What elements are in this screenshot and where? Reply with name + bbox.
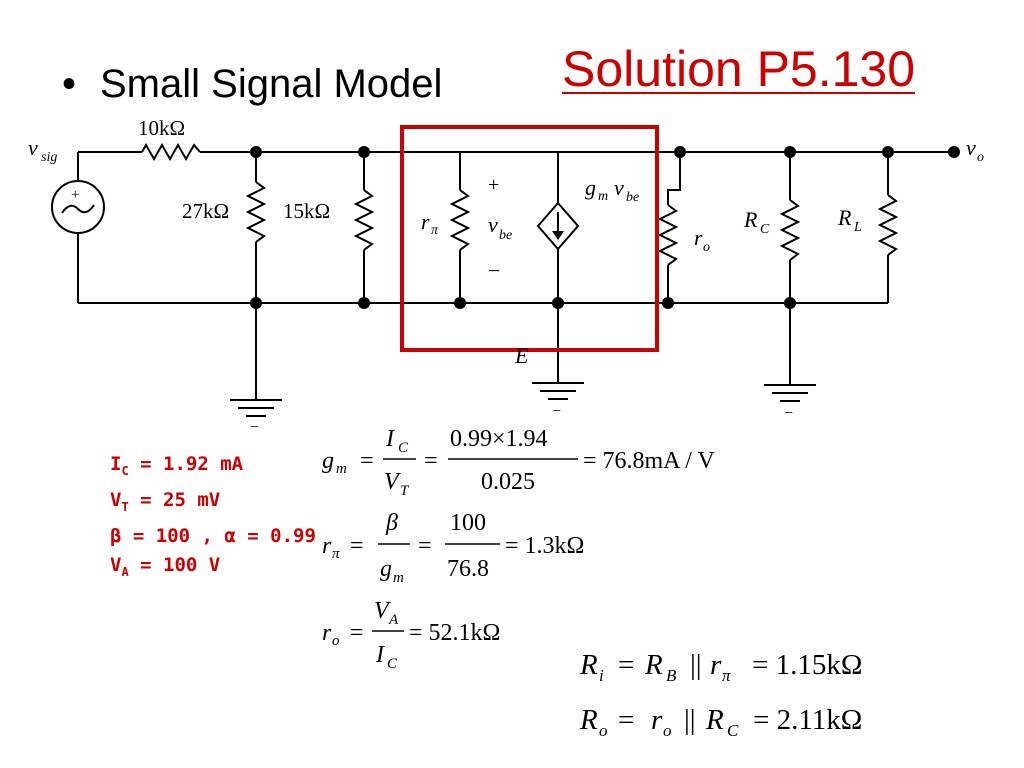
svg-text:i: i: [599, 666, 604, 685]
svg-text:r: r: [710, 649, 722, 681]
ground-icon: [764, 384, 816, 402]
svg-text:m: m: [393, 570, 404, 586]
svg-text:I: I: [375, 642, 385, 668]
svg-text:100: 100: [450, 510, 486, 536]
vbe-label: v: [488, 212, 498, 237]
svg-text:=: =: [350, 620, 364, 646]
param-beta-alpha: β = 100 , α = 0.99: [110, 524, 316, 547]
svg-text:g: g: [322, 448, 334, 474]
rpi-equation: r π = β g m = 100 76.8 = 1.3kΩ: [322, 510, 584, 586]
svg-text:= 52.1kΩ: = 52.1kΩ: [409, 620, 500, 646]
svg-text:R: R: [705, 704, 724, 736]
svg-text:I: I: [385, 426, 395, 452]
vbe-minus: −: [488, 258, 500, 283]
slide-title: Solution P5.130: [562, 41, 916, 97]
vbe-sub: be: [499, 228, 512, 243]
svg-text:r: r: [651, 704, 663, 736]
svg-text:= 76.8mA / V: = 76.8mA / V: [583, 448, 715, 474]
svg-text:||: ||: [690, 649, 702, 681]
bullet-text: Small Signal Model: [100, 62, 443, 106]
ro-label: r: [694, 225, 703, 250]
svg-text:= 1.15kΩ: = 1.15kΩ: [752, 649, 862, 681]
svg-text:β: β: [385, 510, 398, 536]
bullet-marker: •: [62, 62, 77, 106]
ground-minus: −: [784, 405, 793, 422]
svg-text:=: =: [360, 448, 374, 474]
gm-v: v: [614, 175, 624, 200]
node-e-label: E: [514, 343, 529, 368]
rl-label: R: [837, 205, 852, 230]
param-va: VA = 100 V: [110, 553, 221, 579]
ground-minus: −: [552, 403, 561, 420]
rc-sub: C: [760, 222, 770, 237]
ac-source-icon: [51, 180, 105, 234]
svg-text:= 2.11kΩ: = 2.11kΩ: [753, 704, 862, 736]
svg-text:r: r: [322, 533, 332, 559]
svg-text:C: C: [398, 440, 409, 456]
svg-text:= 1.3kΩ: = 1.3kΩ: [505, 533, 584, 559]
svg-text:T: T: [400, 483, 410, 499]
small-signal-circuit: v sig + 10kΩ 27kΩ 15kΩ r π + v be − g m …: [28, 116, 984, 436]
source-sub: sig: [41, 150, 57, 165]
svg-text:0.025: 0.025: [481, 469, 535, 495]
svg-text:π: π: [722, 666, 731, 685]
bullet-item: • Small Signal Model: [62, 62, 442, 107]
svg-text:76.8: 76.8: [447, 556, 489, 582]
rl-sub: L: [853, 220, 862, 235]
rc-label: R: [743, 207, 758, 232]
r2-label: 15kΩ: [283, 199, 330, 223]
source-plus: +: [71, 187, 79, 203]
source-label: v: [28, 135, 38, 160]
gm-equation: g m = I C V T = 0.99×1.94 0.025 = 76.8mA…: [322, 426, 715, 499]
svg-text:R: R: [579, 704, 598, 736]
svg-text:C: C: [727, 721, 739, 740]
param-ic: IC = 1.92 mA: [110, 453, 244, 478]
svg-text:C: C: [387, 656, 398, 672]
gm-sub: m: [598, 189, 608, 204]
out-sub: o: [977, 150, 984, 165]
svg-text:g: g: [380, 556, 392, 582]
svg-text:B: B: [666, 666, 677, 685]
svg-text:r: r: [322, 620, 332, 646]
svg-text:π: π: [332, 546, 340, 562]
svg-text:0.99×1.94: 0.99×1.94: [450, 426, 548, 452]
svg-text:=: =: [618, 649, 634, 681]
ro-out-equation: R o = r o || R C = 2.11kΩ: [579, 704, 862, 740]
ground-icon: [230, 399, 282, 417]
ground-minus: −: [250, 419, 259, 436]
r-series-label: 10kΩ: [138, 116, 185, 140]
parameter-list: IC = 1.92 mA VT = 25 mV β = 100 , α = 0.…: [110, 450, 316, 586]
svg-text:o: o: [663, 721, 672, 740]
svg-text:=: =: [418, 533, 432, 559]
ro-equation: r o = V A I C = 52.1kΩ: [322, 598, 500, 672]
svg-text:=: =: [350, 533, 364, 559]
svg-text:=: =: [424, 448, 438, 474]
out-label: v: [966, 135, 976, 160]
svg-text:V: V: [374, 598, 391, 624]
svg-text:R: R: [644, 649, 663, 681]
circuit-nodes: [250, 146, 960, 309]
ro-sub: o: [703, 240, 710, 255]
rpi-sub: π: [431, 223, 439, 238]
svg-text:o: o: [332, 633, 340, 649]
svg-text:||: ||: [684, 704, 696, 736]
arrow-down-icon: [552, 231, 564, 240]
ground-icon: [532, 382, 584, 400]
svg-text:A: A: [388, 612, 399, 628]
gm-label: g: [585, 175, 596, 200]
transistor-box: [400, 125, 659, 352]
svg-text:=: =: [618, 704, 634, 736]
vbe-plus: +: [488, 174, 499, 196]
svg-text:R: R: [579, 649, 598, 681]
r1-label: 27kΩ: [182, 199, 229, 223]
svg-text:m: m: [336, 461, 347, 477]
gm-v-sub: be: [626, 190, 639, 205]
param-vt: VT = 25 mV: [110, 488, 221, 514]
svg-text:o: o: [599, 721, 608, 740]
svg-text:V: V: [384, 469, 401, 495]
ri-equation: R i = R B || r π = 1.15kΩ: [579, 649, 862, 685]
rpi-label: r: [421, 209, 430, 234]
